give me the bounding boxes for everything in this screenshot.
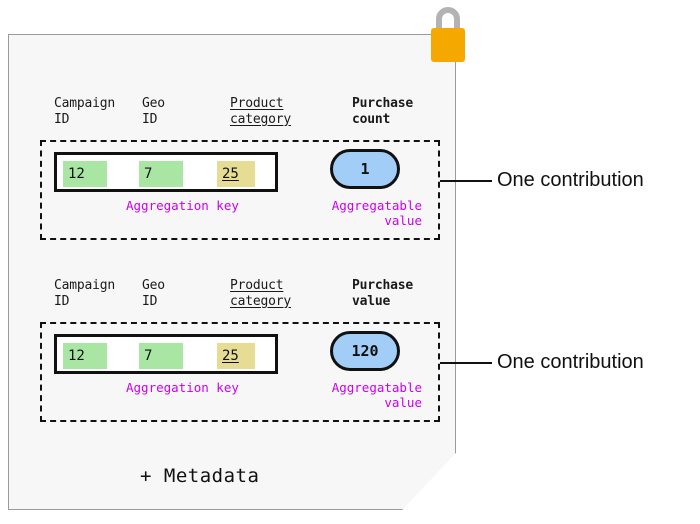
aggregation-key-box-2: 12 7 25 bbox=[54, 334, 278, 374]
key-cell-geo-id-2: 7 bbox=[139, 343, 183, 369]
key-cell-product-category-2: 25 bbox=[217, 343, 255, 369]
callout-label-1: One contribution bbox=[497, 169, 644, 191]
column-header-metric-2: Purchase value bbox=[352, 278, 414, 309]
key-cell-campaign-id: 12 bbox=[63, 161, 107, 187]
callout-line-2 bbox=[440, 362, 492, 364]
metadata-label: + Metadata bbox=[140, 465, 260, 487]
column-headers-2: Campaign ID Geo ID Product category Purc… bbox=[54, 278, 440, 322]
key-cell-geo-id-value-2: 7 bbox=[144, 348, 153, 364]
aggregatable-value-pill-1: 1 bbox=[330, 149, 400, 189]
aggregation-key-caption-2: Aggregation key bbox=[126, 380, 239, 395]
column-header-campaign-id: Campaign ID bbox=[54, 96, 116, 127]
key-cell-product-category: 25 bbox=[217, 161, 255, 187]
contribution-row-1: Campaign ID Geo ID Product category Purc… bbox=[40, 96, 440, 240]
contribution-row-2: Campaign ID Geo ID Product category Purc… bbox=[40, 278, 440, 422]
column-header-campaign-id-2: Campaign ID bbox=[54, 278, 116, 309]
column-header-metric: Purchase count bbox=[352, 96, 414, 127]
contribution-outline-2: 12 7 25 120 Aggregation key Aggregatable… bbox=[40, 322, 440, 422]
aggregatable-value-text-2: 120 bbox=[351, 342, 379, 360]
column-header-geo-id-2: Geo ID bbox=[142, 278, 165, 309]
column-header-product-category-2: Product category bbox=[230, 278, 292, 309]
aggregatable-value-caption-2: Aggregatable value bbox=[331, 380, 422, 410]
column-header-geo-id: Geo ID bbox=[142, 96, 165, 127]
key-cell-geo-id-value: 7 bbox=[144, 166, 153, 182]
aggregation-key-box-1: 12 7 25 bbox=[54, 152, 278, 192]
aggregatable-value-text-1: 1 bbox=[360, 160, 370, 178]
key-cell-campaign-id-value-2: 12 bbox=[68, 348, 85, 364]
callout-label-2: One contribution bbox=[497, 351, 644, 373]
aggregatable-report-card bbox=[8, 34, 456, 510]
aggregatable-value-pill-2: 120 bbox=[330, 331, 400, 371]
key-cell-product-category-value-2: 25 bbox=[222, 348, 239, 364]
key-cell-product-category-value: 25 bbox=[222, 166, 239, 182]
contribution-outline-1: 12 7 25 1 Aggregation key Aggregatable v… bbox=[40, 140, 440, 240]
aggregatable-value-caption-1: Aggregatable value bbox=[331, 198, 422, 228]
column-header-product-category: Product category bbox=[230, 96, 292, 127]
aggregation-key-caption-1: Aggregation key bbox=[126, 198, 239, 213]
key-cell-campaign-id-2: 12 bbox=[63, 343, 107, 369]
key-cell-geo-id: 7 bbox=[139, 161, 183, 187]
callout-line-1 bbox=[440, 180, 492, 182]
padlock-icon bbox=[426, 2, 470, 64]
column-headers-1: Campaign ID Geo ID Product category Purc… bbox=[54, 96, 440, 140]
key-cell-campaign-id-value: 12 bbox=[68, 166, 85, 182]
